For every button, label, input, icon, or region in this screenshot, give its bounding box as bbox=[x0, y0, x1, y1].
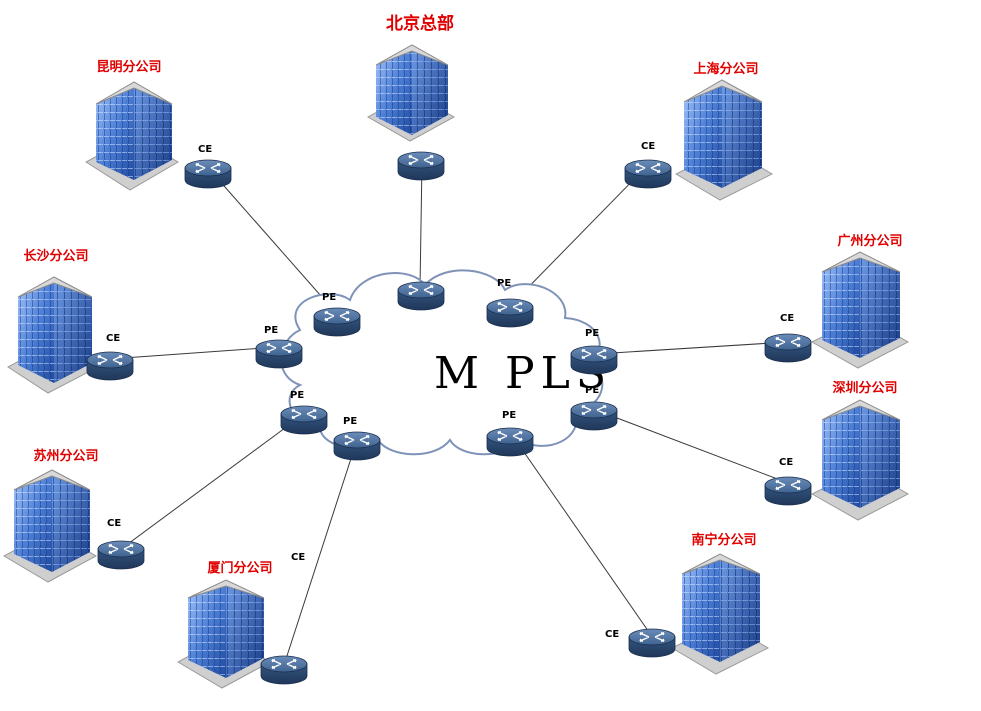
router-ce-shanghai bbox=[624, 159, 672, 189]
link-suzhou bbox=[120, 413, 305, 550]
pe-tag-changsha: PE bbox=[264, 325, 278, 336]
label-xiamen: 厦门分公司 bbox=[207, 560, 272, 576]
building-suzhou bbox=[2, 469, 98, 583]
link-beijing bbox=[419, 161, 423, 289]
ce-tag-xiamen: CE bbox=[291, 552, 305, 563]
building-beijing-hq bbox=[366, 44, 456, 142]
router-ce-shenzhen bbox=[764, 476, 812, 506]
pe-tag-shanghai: PE bbox=[497, 278, 511, 289]
link-shenzhen bbox=[595, 409, 789, 484]
router-pe-guangzhou bbox=[570, 345, 618, 375]
router-ce-suzhou bbox=[97, 540, 145, 570]
pe-tag-kunming: PE bbox=[322, 292, 336, 303]
link-guangzhou bbox=[595, 341, 789, 355]
router-ce-changsha bbox=[86, 351, 134, 381]
routers bbox=[86, 151, 812, 685]
building-shenzhen bbox=[810, 399, 910, 521]
router-pe-kunming bbox=[313, 307, 361, 337]
building-nanning bbox=[670, 553, 770, 675]
device-tags: CE PE CE PE CE PE CE PE CE PE CE PE CE P… bbox=[106, 141, 794, 640]
building-shanghai bbox=[674, 79, 774, 201]
label-guangzhou: 广州分公司 bbox=[837, 233, 902, 249]
ce-tag-kunming: CE bbox=[198, 144, 212, 155]
links bbox=[109, 161, 789, 663]
label-shenzhen: 深圳分公司 bbox=[832, 380, 897, 396]
router-pe-beijing bbox=[397, 281, 445, 311]
label-changsha: 长沙分公司 bbox=[23, 248, 88, 264]
link-nanning bbox=[509, 431, 652, 636]
router-ce-guangzhou bbox=[764, 333, 812, 363]
link-xiamen bbox=[284, 439, 358, 663]
link-shanghai bbox=[509, 167, 646, 307]
ce-tag-shanghai: CE bbox=[641, 141, 655, 152]
router-pe-xiamen bbox=[333, 431, 381, 461]
label-shanghai: 上海分公司 bbox=[693, 61, 758, 77]
pe-tag-guangzhou: PE bbox=[585, 328, 599, 339]
router-pe-shanghai bbox=[486, 298, 534, 328]
router-ce-kunming bbox=[184, 159, 232, 189]
building-guangzhou bbox=[810, 251, 910, 369]
link-changsha bbox=[109, 346, 279, 360]
hq-label: 北京总部 bbox=[386, 13, 454, 34]
building-changsha bbox=[7, 276, 100, 394]
building-xiamen bbox=[176, 579, 272, 689]
link-kunming bbox=[209, 169, 337, 314]
router-pe-shenzhen bbox=[570, 401, 618, 431]
ce-tag-nanning: CE bbox=[605, 629, 619, 640]
pe-tag-suzhou: PE bbox=[290, 390, 304, 401]
label-kunming: 昆明分公司 bbox=[96, 59, 161, 75]
ce-tag-shenzhen: CE bbox=[779, 457, 793, 468]
ce-tag-suzhou: CE bbox=[107, 518, 121, 529]
router-ce-nanning bbox=[628, 628, 676, 658]
router-pe-suzhou bbox=[280, 405, 328, 435]
router-pe-nanning bbox=[486, 427, 534, 457]
pe-tag-nanning: PE bbox=[502, 410, 516, 421]
pe-tag-shenzhen: PE bbox=[585, 385, 599, 396]
router-pe-changsha bbox=[255, 339, 303, 369]
ce-tag-changsha: CE bbox=[106, 333, 120, 344]
label-nanning: 南宁分公司 bbox=[691, 532, 756, 548]
router-ce-xiamen bbox=[260, 655, 308, 685]
building-kunming bbox=[85, 81, 179, 191]
pe-tag-xiamen: PE bbox=[343, 416, 357, 427]
router-ce-beijing bbox=[397, 151, 445, 181]
ce-tag-guangzhou: CE bbox=[780, 313, 794, 324]
label-suzhou: 苏州分公司 bbox=[33, 448, 98, 464]
